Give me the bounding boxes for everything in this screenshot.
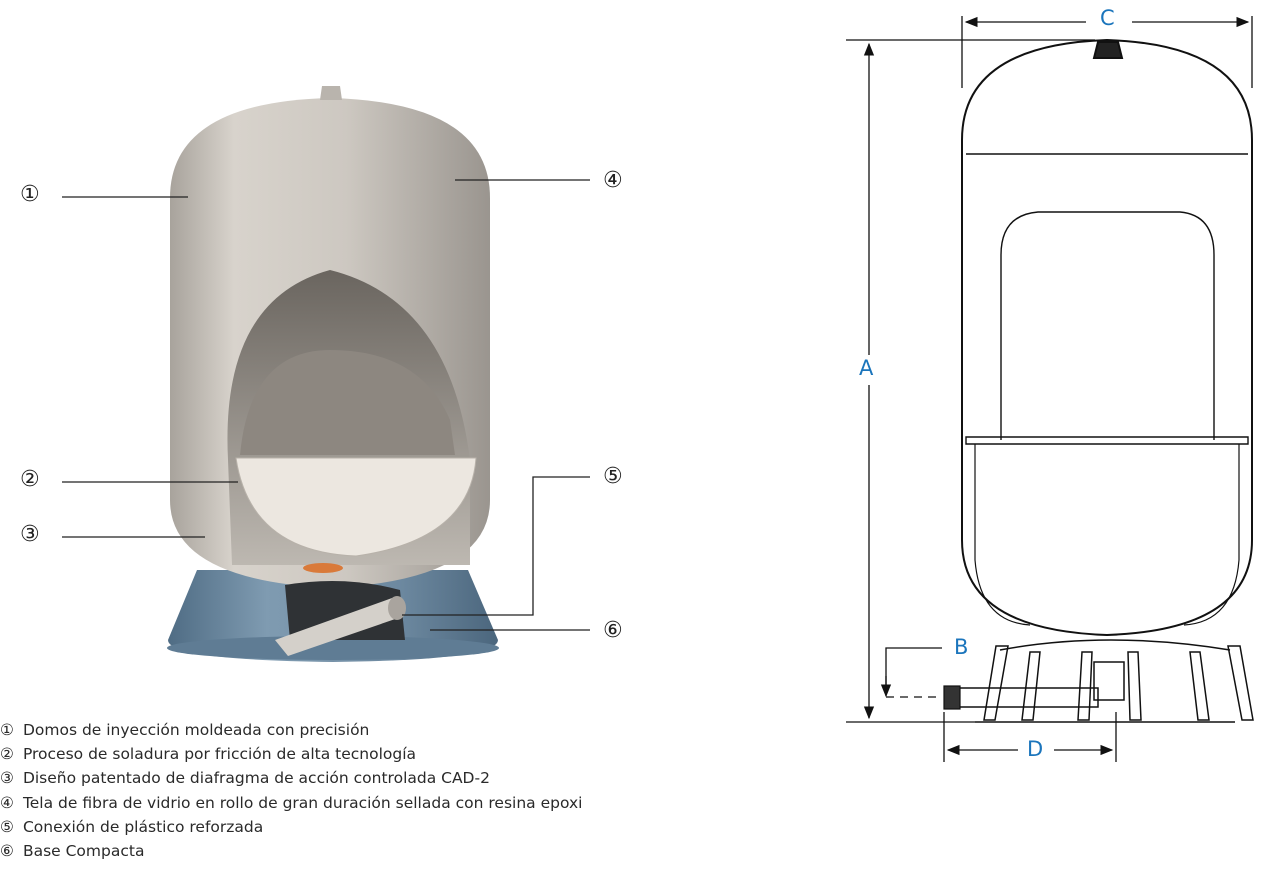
dimension-label-b: B: [954, 635, 969, 659]
callout-leader-lines: [62, 179, 590, 631]
callout-3: ③: [20, 522, 40, 547]
legend-item-5: ⑤ Conexión de plástico reforzada: [0, 817, 264, 836]
tank-cutaway-illustration: [167, 86, 499, 662]
callout-6: ⑥: [603, 618, 623, 643]
legend-item-6: ⑥ Base Compacta: [0, 841, 145, 860]
callout-1: ①: [20, 182, 40, 207]
legend-item-4: ④ Tela de fibra de vidrio en rollo de gr…: [0, 793, 583, 812]
dimension-label-a: A: [859, 356, 874, 380]
legend-item-3: ③ Diseño patentado de diafragma de acció…: [0, 769, 490, 788]
dimension-lines: [846, 16, 1253, 762]
legend-item-2: ② Proceso de soladura por fricción de al…: [0, 745, 417, 764]
tank-technical-drawing: [943, 38, 1254, 723]
callout-4: ④: [603, 168, 623, 193]
callout-2: ②: [20, 467, 40, 492]
diaphragm-bowl: [235, 457, 477, 557]
legend-item-1: ① Domos de inyección moldeada con precis…: [0, 721, 370, 739]
legend: ① Domos de inyección moldeada con precis…: [0, 718, 780, 863]
callout-5: ⑤: [603, 464, 623, 489]
dimension-label-c: C: [1100, 6, 1115, 30]
dimension-label-d: D: [1027, 737, 1044, 761]
